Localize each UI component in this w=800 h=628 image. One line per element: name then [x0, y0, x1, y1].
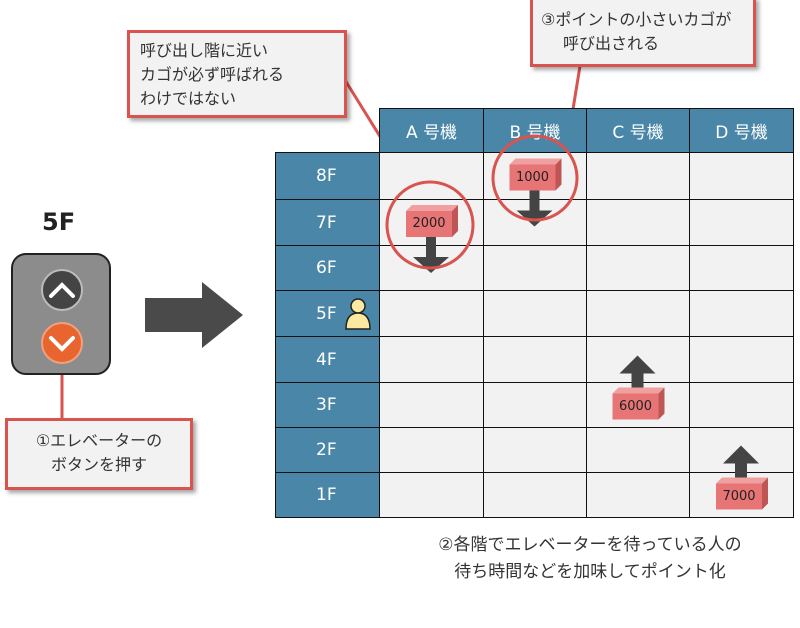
car-points: 1000: [515, 169, 550, 185]
table-cell: [379, 382, 484, 428]
table-cell: [689, 152, 794, 200]
table-cell: [379, 245, 484, 291]
table-cell: [379, 152, 484, 200]
floor-label: 7F: [275, 199, 380, 246]
floor-label: 8F: [275, 152, 380, 200]
floor-label: 5F: [42, 208, 76, 236]
floor-label: 5F: [275, 290, 380, 337]
chevron-down-icon: [49, 336, 75, 352]
table-cell: [586, 290, 690, 337]
table-cell: [586, 336, 690, 383]
floor-label: 1F: [275, 472, 380, 518]
floor-label: 2F: [275, 427, 380, 473]
chevron-up-icon: [49, 282, 75, 298]
table-cell: [689, 199, 794, 246]
table-cell: [689, 382, 794, 428]
car-points: 2000: [412, 216, 446, 231]
table-cell: [379, 290, 484, 337]
floor-label: 3F: [275, 382, 380, 428]
table-cell: [483, 336, 587, 383]
column-header: C 号機: [586, 108, 690, 153]
table-cell: [379, 427, 484, 473]
up-button[interactable]: [41, 269, 83, 311]
table-cell: [586, 427, 690, 473]
car-points: 6000: [618, 398, 653, 414]
floor-label: 4F: [275, 336, 380, 383]
down-button[interactable]: [41, 322, 83, 364]
elevator-call-panel: [11, 253, 111, 375]
table-cell: [689, 427, 794, 473]
callout-press-button: ①エレベーターの ボタンを押す: [5, 418, 193, 490]
table-cell: [379, 472, 484, 518]
bottom-caption: ②各階でエレベーターを待っている人の 待ち時間などを加味してポイント化: [438, 535, 742, 582]
table-cell: [379, 336, 484, 383]
table-cell: [586, 245, 690, 291]
table-cell: [689, 290, 794, 337]
column-header: D 号機: [689, 108, 794, 153]
column-header: A 号機: [379, 108, 484, 153]
car-points: 7000: [722, 488, 756, 504]
table-cell: [586, 152, 690, 200]
table-cell: [689, 336, 794, 383]
table-cell: [483, 472, 587, 518]
table-cell: [586, 472, 690, 518]
column-header: B 号機: [483, 108, 587, 153]
table-cell: [483, 290, 587, 337]
table-cell: [689, 245, 794, 291]
right-arrow-icon: [145, 282, 243, 348]
table-cell: [483, 245, 587, 291]
table-cell: [586, 199, 690, 246]
callout-nearest-not-always: 呼び出し階に近い カゴが必ず呼ばれる わけではない: [127, 30, 347, 118]
floor-label: 6F: [275, 245, 380, 291]
callout-smallest-point-called: ③ポイントの小さいカゴが 呼び出される: [530, 0, 756, 67]
table-cell: [483, 382, 587, 428]
table-cell: [483, 427, 587, 473]
table-cell: [483, 199, 587, 246]
